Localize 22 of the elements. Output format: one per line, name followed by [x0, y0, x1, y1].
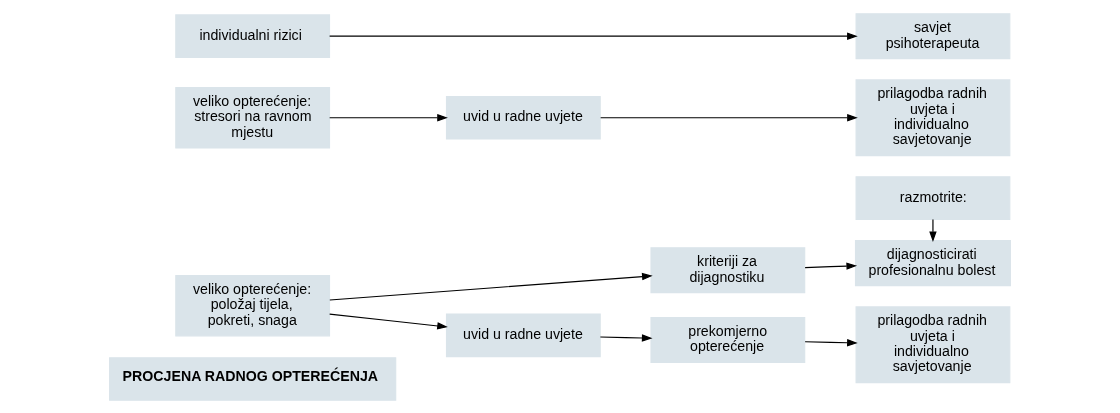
arrow	[329, 31, 858, 40]
node-box: savjet psihoterapeuta	[855, 12, 1011, 59]
node-box: prekomjerno opterećenje	[650, 316, 806, 363]
node-box: uvid u radne uvjete	[445, 95, 601, 140]
arrow	[329, 113, 448, 121]
node-box: razmotrite:	[855, 175, 1011, 220]
node-box: PROCJENA RADNOG OPTEREĆENJA	[109, 356, 397, 401]
arrow	[329, 312, 448, 330]
node-box: prilagodba radnih uvjeta i individualno savjetovanje	[855, 305, 1011, 383]
node-box: dijagnosticirati profesionalnu bolest	[854, 239, 1011, 286]
node-box: prilagodba radnih uvjeta i individualno savjetovanje	[855, 78, 1011, 156]
node-box: individualni rizici	[175, 13, 331, 58]
arrow	[804, 261, 858, 270]
node-box: veliko opterećenje: stresori na ravnom mjestu	[175, 86, 331, 148]
arrow	[599, 333, 653, 342]
arrow	[929, 218, 937, 242]
node-box: uvid u radne uvjete	[445, 312, 601, 357]
node-box: veliko opterećenje: položaj tijela, pokreti, snaga	[175, 274, 331, 336]
node-box: kriteriji za dijagnostiku	[650, 246, 806, 293]
arrow	[804, 338, 858, 346]
arrow	[600, 113, 858, 121]
arrow	[329, 272, 653, 301]
